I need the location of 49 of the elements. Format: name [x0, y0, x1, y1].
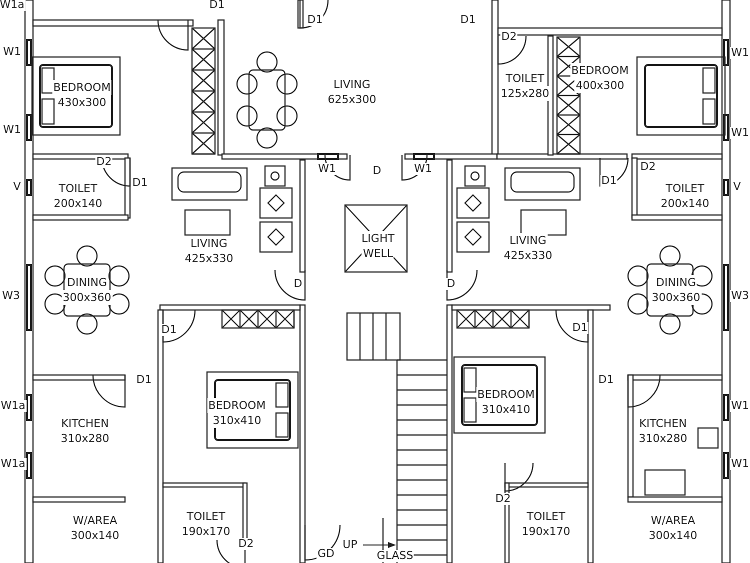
door-tag: D2: [237, 538, 255, 550]
window-tag: W1: [2, 46, 22, 58]
room-name: BEDROOM: [52, 80, 112, 95]
window-tag: W1a: [0, 400, 26, 412]
door-tag: D1: [571, 322, 589, 334]
window-tag: W1: [730, 400, 750, 412]
room-name: DINING: [655, 275, 697, 290]
room-dimension: WELL: [362, 246, 394, 261]
room-name: BEDROOM: [476, 387, 536, 402]
window-tag: W1: [2, 124, 22, 136]
window-tag: W1: [317, 163, 337, 175]
direction-label: UP: [342, 539, 358, 551]
window-tag: W3: [730, 290, 750, 302]
window-tag: W1: [730, 127, 750, 139]
door-tag: D1: [131, 177, 149, 189]
door-tag: D2: [494, 493, 512, 505]
room-name: W/AREA: [650, 513, 696, 528]
door-tag: D2: [500, 31, 518, 43]
window-tag: W1: [730, 47, 750, 59]
door-tag: D2: [639, 161, 657, 173]
door-tag: GD: [316, 548, 336, 560]
room-name: LIGHT: [360, 231, 396, 246]
window-tag: V: [732, 181, 742, 193]
window-tag: V: [12, 181, 22, 193]
room-name: W/AREA: [72, 513, 118, 528]
room-dimension: 300x360: [62, 290, 112, 305]
glass-label: GLASS: [376, 550, 414, 562]
door-tag: D: [446, 278, 456, 290]
door-tag: D: [292, 278, 304, 290]
window-tag: W1a: [0, 0, 26, 11]
door-tag: D1: [306, 14, 324, 26]
room-dimension: 125x280: [500, 86, 550, 101]
room-name: BEDROOM: [207, 398, 267, 413]
room-dimension: 310x410: [212, 413, 262, 428]
door-tag: D: [372, 165, 382, 177]
door-tag: D1: [135, 374, 153, 386]
room-dimension: 400x300: [574, 78, 626, 93]
door-tag: D1: [600, 175, 618, 187]
window-tag: W1: [413, 163, 433, 175]
room-dimension: 300x360: [650, 290, 702, 305]
room-name: BEDROOM: [570, 63, 630, 78]
door-tag: D1: [160, 324, 178, 336]
door-tag: D1: [597, 374, 615, 386]
window-tag: W1a: [0, 458, 26, 470]
window-tag: W3: [1, 290, 21, 302]
door-tag: D1: [459, 14, 477, 26]
door-tag: D2: [95, 156, 113, 168]
window-tag: W1: [730, 458, 750, 470]
door-tag: D1: [208, 0, 226, 11]
